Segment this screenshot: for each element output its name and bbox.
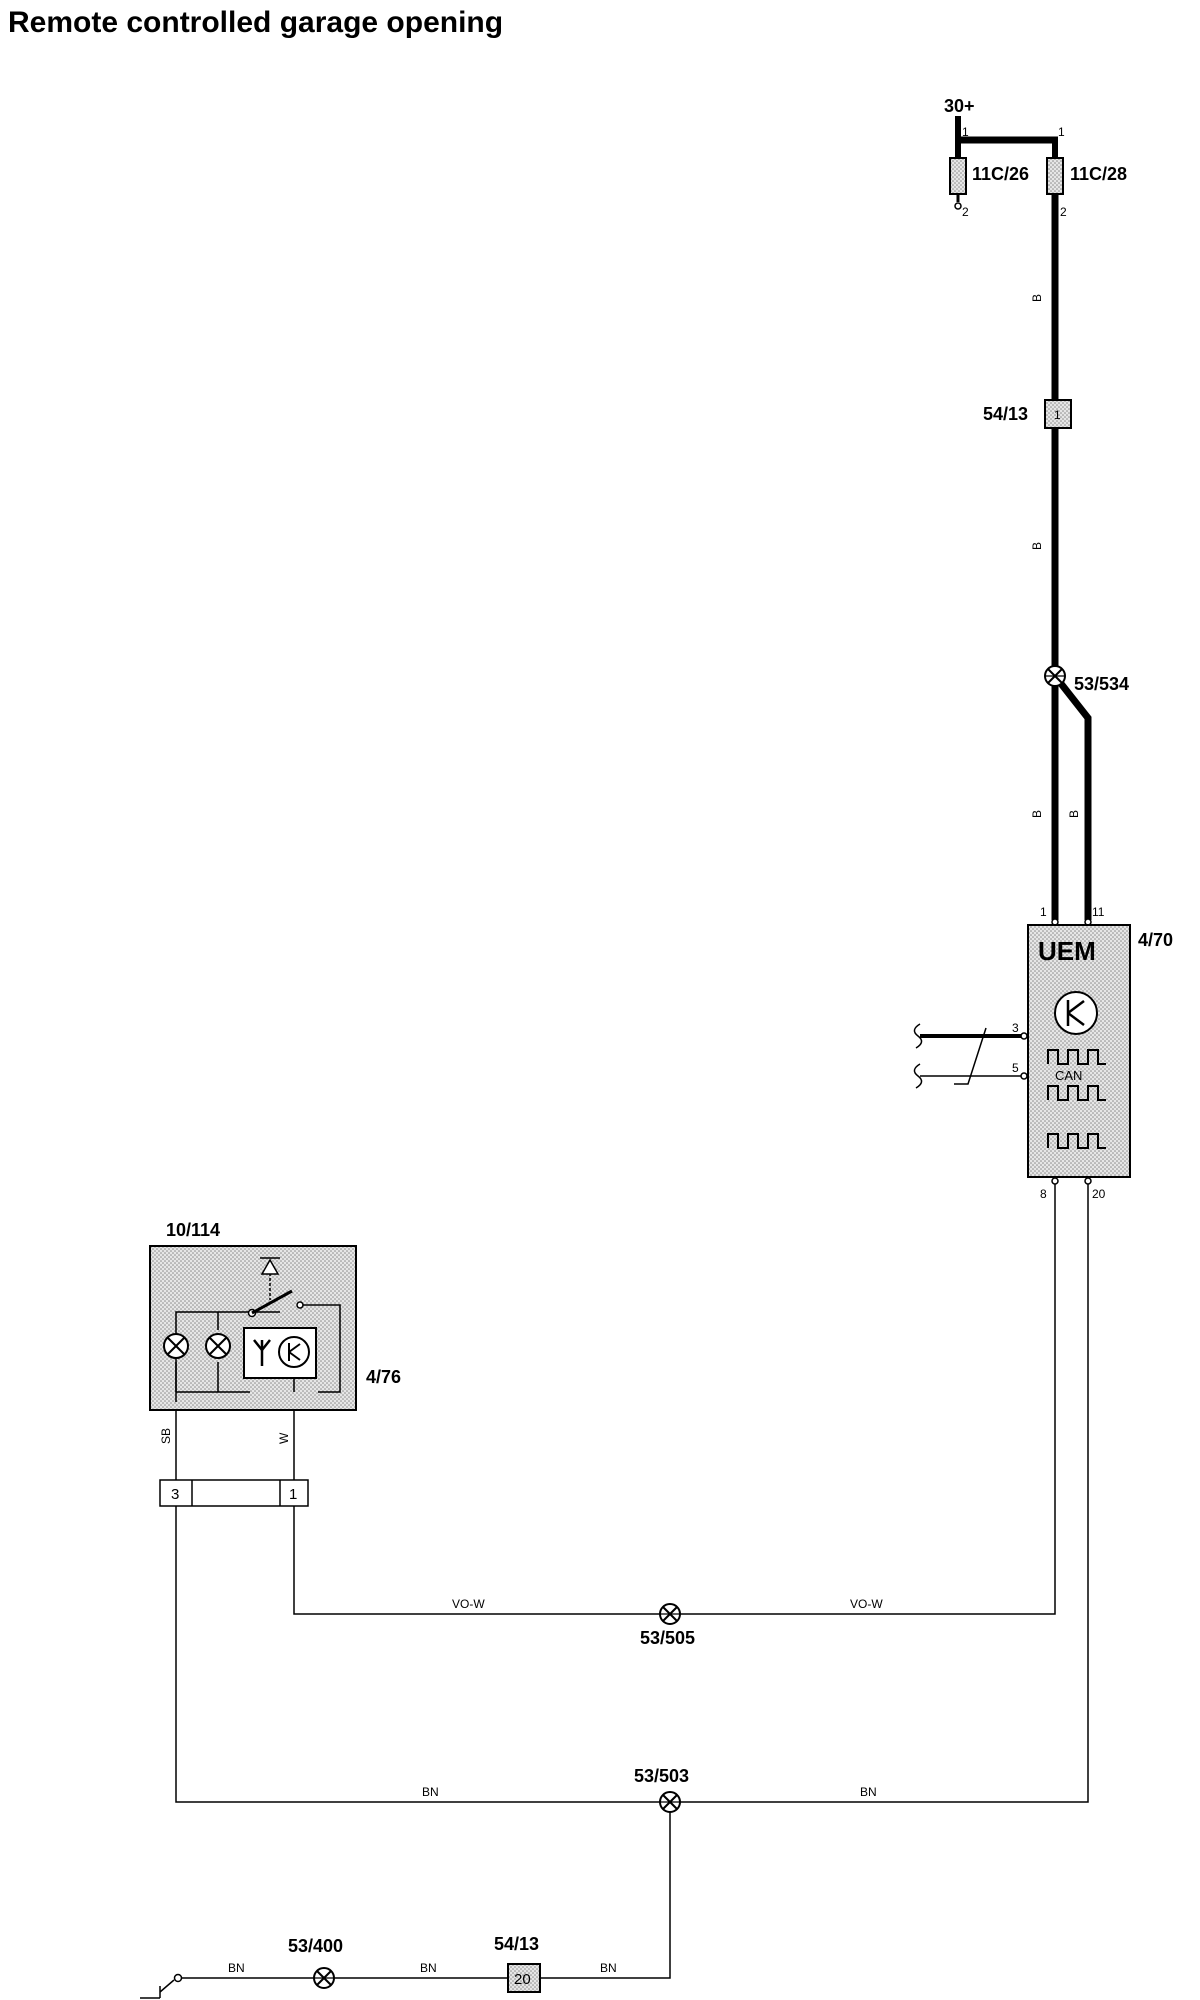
wire-color-bn-g3: BN [228,1961,245,1975]
uem-id-label: 4/70 [1138,930,1173,950]
uem-pin-5: 5 [1012,1061,1019,1075]
control-unit-icon [278,1336,310,1368]
conn-top-pin: 1 [1054,408,1061,422]
wire-b-main: B B B B [1030,194,1092,920]
garage-module-4-76: 4/76 [243,1327,401,1392]
uem-pin-11: 11 [1092,905,1105,919]
wire-color-vow-right: VO-W [850,1597,883,1611]
wire-color-b2: B [1030,542,1044,550]
wire-color-vow-left: VO-W [452,1597,485,1611]
fuse-b-pin-in: 1 [1058,125,1065,139]
uem-pin-20: 20 [1092,1187,1106,1201]
wire-color-bn-g1: BN [600,1961,617,1975]
supply-label: 30+ [944,96,975,116]
uem-name: UEM [1038,936,1096,966]
switch-id-label: 10/114 [166,1220,220,1240]
fuse-11c-26: 1 2 11C/26 [949,125,1029,219]
connector-54-13-top: 1 54/13 [983,399,1072,429]
fuse-b-pin-out: 2 [1060,205,1067,219]
fuse-b-label: 11C/28 [1070,164,1127,184]
splice-bn-label: 53/503 [634,1766,689,1786]
uem-pin-8: 8 [1040,1187,1047,1201]
splice-53-534: 53/534 [1044,665,1129,694]
splice-top-label: 53/534 [1074,674,1129,694]
wire-color-w: W [277,1432,291,1444]
can-label: CAN [1055,1068,1082,1083]
wire-color-b3: B [1030,810,1044,818]
wire-sb-w: SB W [159,1410,295,1480]
wire-vo-w: VO-W VO-W 53/505 [293,1184,1056,1648]
antenna-icon [253,1339,271,1366]
uem-pin-1: 1 [1040,905,1047,919]
conn-right-pin: 1 [289,1486,297,1503]
lamp-icon [205,1333,231,1359]
switch-contact-icon [247,1257,304,1318]
fuse-a-pin-out: 2 [962,205,969,219]
ground-icon [140,1979,175,1999]
wire-color-b1: B [1030,294,1044,302]
conn-top-label: 54/13 [983,404,1028,424]
splice-ground-label: 53/400 [288,1936,343,1956]
can-bus-wires [913,1023,1021,1089]
fuse-a-pin-in: 1 [962,125,969,139]
bus-signal-icon [1047,1133,1106,1149]
wire-color-b4: B [1067,810,1081,818]
switch-unit-10-114: 10/114 [149,1220,401,1411]
conn-bottom-pin: 20 [514,1971,531,1988]
splice-vow-label: 53/505 [640,1628,695,1648]
can-signal-icon [1047,1085,1106,1101]
wire-color-bn-right: BN [860,1785,877,1799]
uem-module: 1 11 UEM 4/70 CAN 3 5 8 20 [1012,905,1173,1201]
connector-3-1: 3 1 [159,1479,309,1507]
fuse-a-label: 11C/26 [972,164,1029,184]
conn-bottom-label: 54/13 [494,1934,539,1954]
page-title: Remote controlled garage opening [8,6,504,39]
can-signal-icon [1047,1049,1106,1065]
wire-color-bn-left: BN [422,1785,439,1799]
supply-30-plus: 30+ [944,96,1058,144]
conn-left-pin: 3 [171,1486,179,1503]
module-id-label: 4/76 [366,1367,401,1387]
uem-control-icon [1054,991,1098,1035]
uem-pin-3: 3 [1012,1021,1019,1035]
wire-color-bn-g2: BN [420,1961,437,1975]
wire-color-sb: SB [159,1428,173,1444]
fuse-11c-28: 1 2 11C/28 [1046,125,1127,219]
wire-ground: BN BN BN 53/400 20 54/13 [140,1812,671,1999]
lamp-icon [163,1333,189,1359]
wire-bn: BN BN 53/503 [175,1184,1089,1813]
